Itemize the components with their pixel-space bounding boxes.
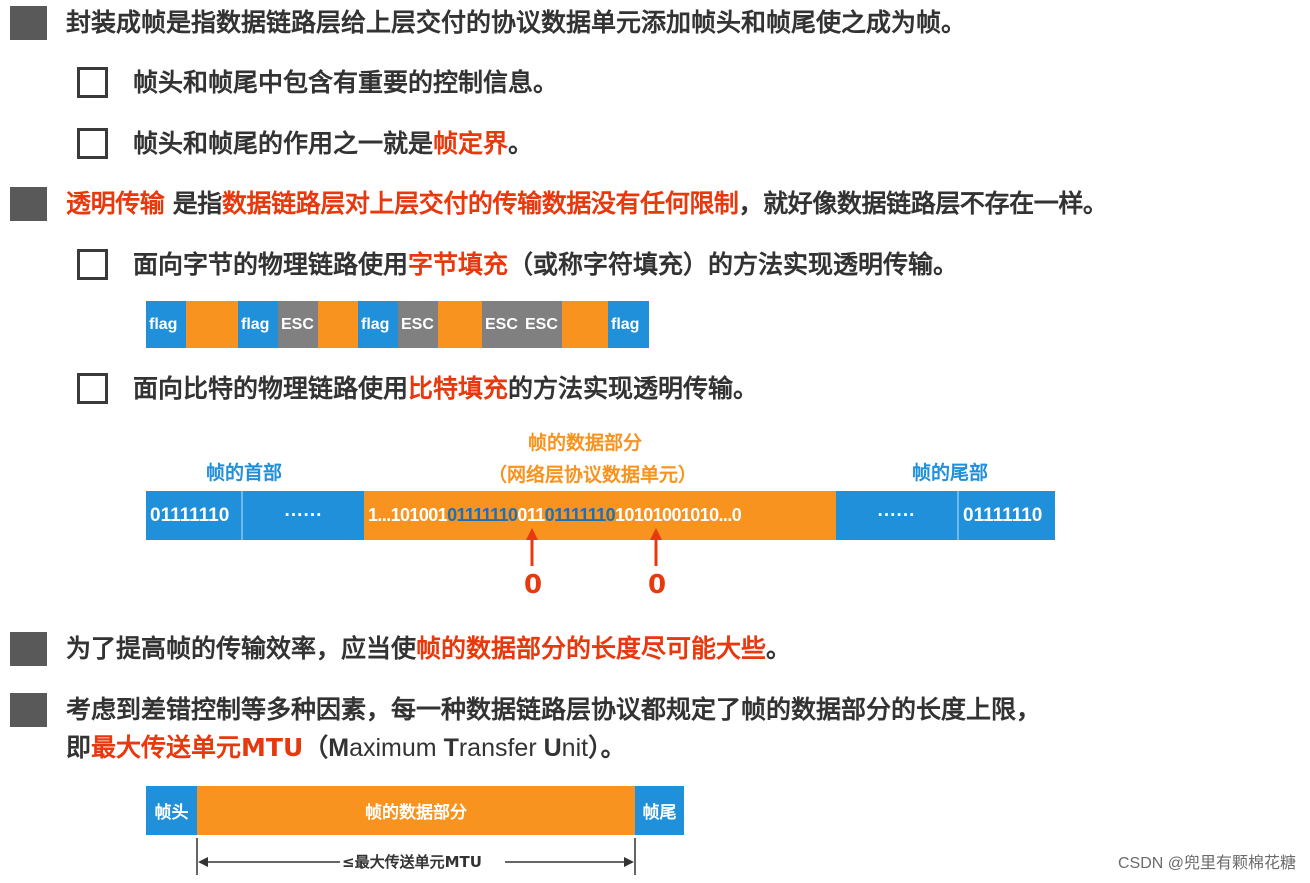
bs-esc-4: ESC bbox=[522, 301, 562, 348]
label-frame-data-line2: （网络层协议数据单元） bbox=[488, 464, 698, 486]
bit-header-dots: ······ bbox=[241, 491, 364, 540]
checkbox-2-2 bbox=[77, 373, 108, 404]
checkbox-2-1 bbox=[77, 249, 108, 280]
stuffed-flag-1: 01111110 bbox=[447, 505, 518, 525]
bullet-square-3 bbox=[10, 632, 47, 666]
bs-esc-2: ESC bbox=[398, 301, 438, 348]
checkbox-1-1 bbox=[77, 67, 108, 98]
highlight-mtu: 最大传送单元MTU bbox=[91, 733, 304, 762]
bs-flag-4: flag bbox=[608, 301, 649, 348]
highlight-bit-stuffing: 比特填充 bbox=[408, 374, 509, 403]
label-frame-trailer: 帧的尾部 bbox=[912, 462, 989, 484]
mtu-frame-data: 帧的数据部分 bbox=[197, 786, 635, 835]
bullet-4-line2: 即最大传送单元MTU（Maximum Transfer Unit）。 bbox=[66, 733, 626, 762]
bullet-3-text: 为了提高帧的传输效率，应当使帧的数据部分的长度尽可能大些。 bbox=[66, 634, 792, 663]
watermark: CSDN @兜里有颗棉花糖 bbox=[1117, 855, 1296, 872]
sub-bullet-2-2-text: 面向比特的物理链路使用比特填充的方法实现透明传输。 bbox=[133, 374, 759, 403]
highlight-frame-delimit: 帧定界 bbox=[433, 129, 509, 158]
mtu-frame-trailer: 帧尾 bbox=[635, 786, 684, 835]
inserted-zero-2: 0 bbox=[648, 570, 667, 600]
stuffed-flag-2: 01111110 bbox=[544, 505, 616, 525]
bs-flag-3: flag bbox=[358, 301, 398, 348]
bs-flag-2: flag bbox=[238, 301, 278, 348]
mtu-frame-header: 帧头 bbox=[146, 786, 197, 835]
bs-data-1 bbox=[186, 301, 238, 348]
bit-trailer-dots: ······ bbox=[836, 491, 957, 540]
bullet-1-text: 封装成帧是指数据链路层给上层交付的协议数据单元添加帧头和帧尾使之成为帧。 bbox=[66, 8, 967, 37]
bs-data-4 bbox=[562, 301, 608, 348]
bullet-square-1 bbox=[10, 6, 47, 40]
label-frame-header: 帧的首部 bbox=[206, 462, 283, 484]
mtu-expansion: Maximum Transfer Unit bbox=[328, 734, 589, 762]
bs-esc-1: ESC bbox=[278, 301, 318, 348]
highlight-transparent-transmission: 透明传输 bbox=[66, 189, 165, 218]
highlight-no-restriction: 数据链路层对上层交付的传输数据没有任何限制 bbox=[221, 189, 739, 218]
bullet-square-2 bbox=[10, 187, 47, 221]
checkbox-1-2 bbox=[77, 128, 108, 159]
sub-bullet-1-2-text: 帧头和帧尾的作用之一就是帧定界。 bbox=[133, 129, 534, 158]
label-frame-data-line1: 帧的数据部分 bbox=[528, 432, 643, 454]
bullet-4-line1: 考虑到差错控制等多种因素，每一种数据链路层协议都规定了帧的数据部分的长度上限， bbox=[66, 695, 1042, 724]
bs-data-3 bbox=[438, 301, 482, 348]
mtu-span-label: ≤最大传送单元MTU bbox=[342, 853, 482, 871]
bullet-2-text: 透明传输 是指数据链路层对上层交付的传输数据没有任何限制，就好像数据链路层不存在… bbox=[66, 189, 1108, 218]
inserted-zero-1: 0 bbox=[524, 570, 543, 600]
sub-bullet-1-1-text: 帧头和帧尾中包含有重要的控制信息。 bbox=[133, 68, 559, 97]
bit-flag-start: 01111110 bbox=[146, 491, 241, 540]
bs-flag-1: flag bbox=[146, 301, 186, 348]
highlight-data-length: 帧的数据部分的长度尽可能大些 bbox=[416, 634, 767, 663]
bullet-square-4 bbox=[10, 693, 47, 727]
bs-data-2 bbox=[318, 301, 358, 348]
sub-bullet-2-1-text: 面向字节的物理链路使用字节填充（或称字符填充）的方法实现透明传输。 bbox=[133, 250, 959, 279]
bit-flag-end: 01111110 bbox=[957, 491, 1055, 540]
bs-esc-3: ESC bbox=[482, 301, 522, 348]
highlight-byte-stuffing: 字节填充 bbox=[408, 250, 509, 279]
